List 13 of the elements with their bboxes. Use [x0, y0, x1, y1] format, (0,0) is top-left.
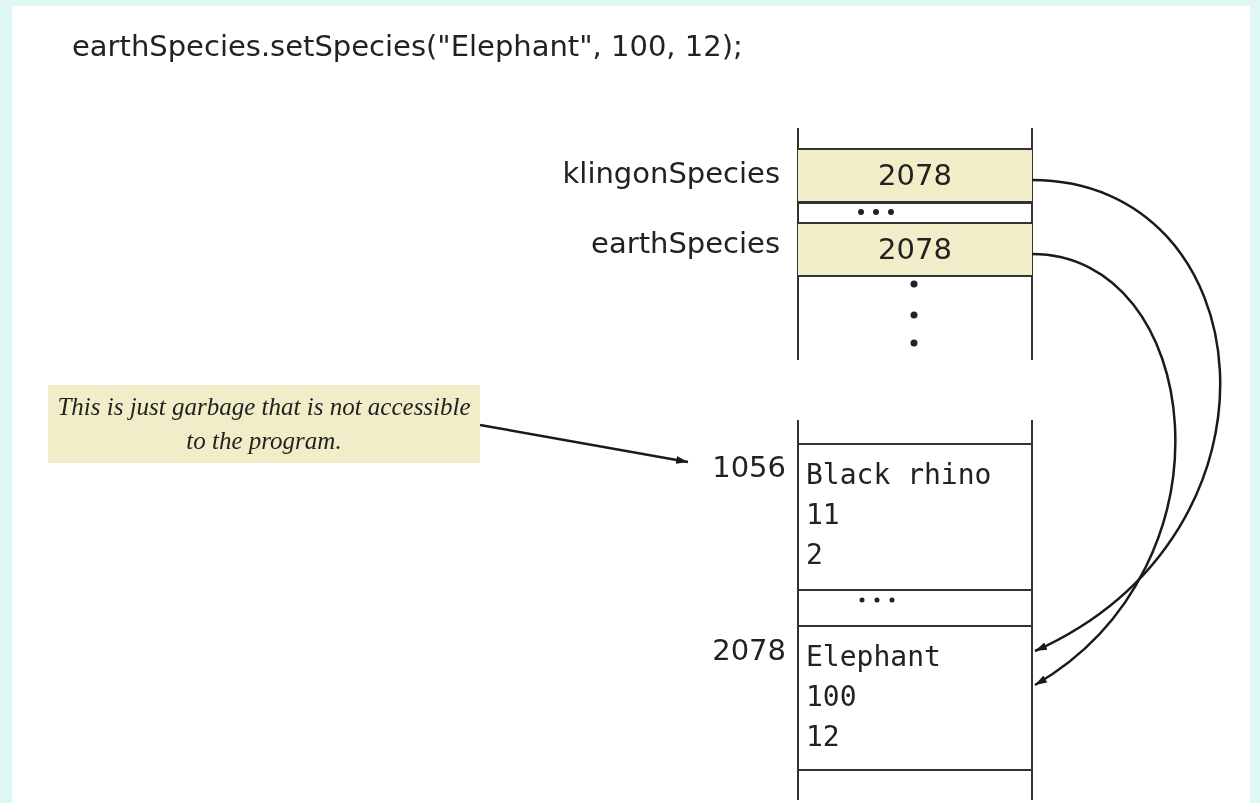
code-line: earthSpecies.setSpecies("Elephant", 100, 12);: [72, 28, 743, 65]
variable-name: klingonSpecies: [561, 154, 780, 192]
object-record: Black rhino 11 2: [798, 443, 1032, 590]
arrow: [1031, 178, 1221, 653]
memory-address: 2078: [711, 631, 786, 669]
memory-address: 1056: [711, 448, 786, 486]
note-box: This is just garbage that is not accessible to the program.: [48, 385, 480, 463]
arrow: [1031, 252, 1177, 686]
variable-name: earthSpecies: [590, 224, 780, 262]
memory-cell: 2078: [798, 222, 1032, 277]
object-record: Elephant 100 12: [798, 625, 1032, 770]
arrow: [479, 423, 689, 464]
memory-cell: 2078: [798, 148, 1032, 203]
